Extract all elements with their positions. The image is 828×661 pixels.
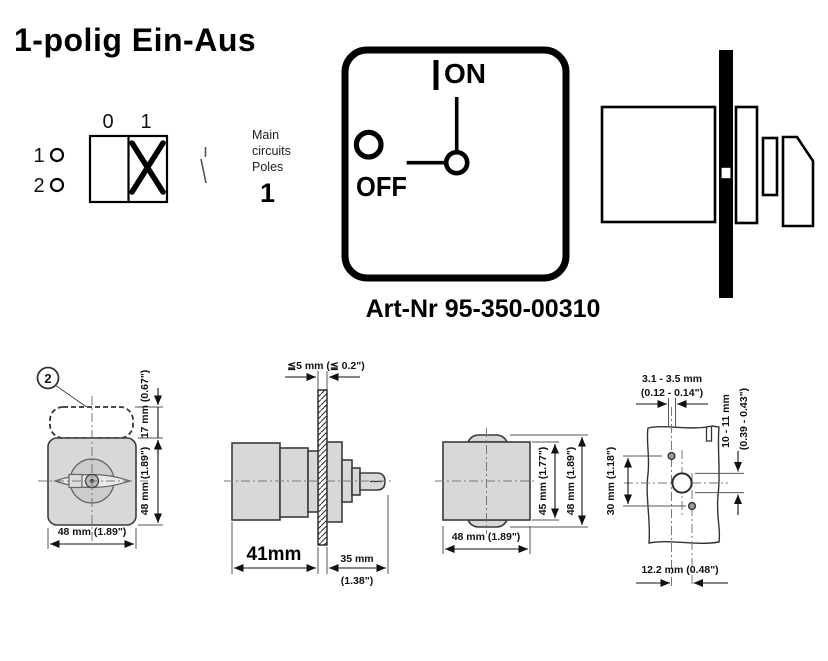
poles-count: 1 — [260, 178, 276, 208]
small-hole-dia-inch-label: (0.12 - 0.14") — [641, 387, 703, 399]
top-fixing-bump — [466, 434, 509, 443]
terminal-2-circle — [49, 177, 65, 193]
closed-contact-x-mark — [129, 140, 166, 195]
terminal-1-circle — [49, 147, 65, 163]
dimension-17mm: 17 mm (0.67") — [135, 370, 163, 457]
rear-view-drawing: 45 mm (1.77") 48 mm (1.89") 48 mm (1.89"… — [435, 428, 588, 554]
dim-48mm-width-label: 48 mm (1.89") — [58, 526, 127, 538]
panel-notch — [705, 426, 713, 442]
poles-label-block: Main circuits Poles 1 — [252, 127, 291, 208]
dim-48mm-width-label: 48 mm (1.89") — [452, 531, 521, 543]
drilling-plan-drawing: 3.1 - 3.5 mm (0.12 - 0.14") 10 - 11 mm (… — [605, 373, 750, 587]
knob-center-circle — [443, 149, 470, 176]
dimension-35mm: 35 mm (1.38") — [329, 553, 386, 587]
mounting-panel-hatched — [317, 389, 328, 546]
contact-row-1: 1 — [33, 145, 44, 167]
dim-30mm-label: 30 mm (1.18") — [605, 447, 617, 516]
callout-number: 2 — [44, 371, 51, 386]
front-flange — [326, 441, 343, 523]
shaft-hole-dia-label: 10 - 11 mm — [720, 394, 732, 448]
dimension-48mm-width: 48 mm (1.89") — [442, 526, 531, 554]
shaft-hole — [671, 472, 693, 494]
dimension-48mm-width: 48 mm (1.89") — [47, 526, 137, 549]
small-hole-dia-label: 3.1 - 3.5 mm — [642, 373, 702, 385]
dimension-12mm: 12.2 mm (0.48") — [636, 564, 728, 587]
front-view-drawing: 2 17 mm (0.67") 48 mm (1.89") 48 mm (1.8… — [36, 366, 163, 549]
switch-contact-symbol — [200, 147, 207, 184]
side-silhouette-drawing — [600, 50, 815, 298]
page-title: 1-polig Ein-Aus — [14, 22, 257, 58]
article-number: Art-Nr 95-350-00310 — [365, 295, 601, 323]
front-bezel-rect — [734, 105, 759, 225]
contact-diagram: 0 1 1 2 — [33, 111, 207, 204]
on-label: ON — [444, 58, 486, 89]
shaft-hole-dia-inch-label: (0.39 - 0.43") — [738, 388, 750, 450]
fixing-hole-bottom — [687, 501, 697, 511]
dim-48mm-height-label: 48 mm (1.89") — [565, 447, 577, 516]
rear-body-block — [231, 442, 281, 521]
dim-17mm-label: 17 mm (0.67") — [139, 370, 151, 439]
switch-body-rect — [600, 105, 717, 224]
contact-col-0: 0 — [102, 111, 113, 133]
dimension-48mm-height: 48 mm (1.89") — [510, 434, 588, 528]
off-label: OFF — [356, 171, 407, 202]
dim-35mm-inch-label: (1.38") — [341, 575, 373, 587]
dim-35mm-label: 35 mm — [340, 553, 373, 565]
dimension-30mm: 30 mm (1.18") — [605, 447, 686, 516]
knob-base-rect — [761, 136, 779, 197]
panel-thickness-label: ≦5 mm (≦ 0.2") — [287, 360, 364, 372]
panel-shaft-hole — [720, 166, 733, 180]
dim-41mm-label: 41mm — [247, 544, 302, 565]
bottom-fixing-bump — [466, 519, 509, 528]
faceplate-drawing: ON OFF — [341, 46, 570, 282]
poles-label-line: Main — [252, 128, 280, 142]
faceplate-outline — [341, 46, 570, 282]
dimension-45mm: 45 mm (1.77") — [532, 441, 559, 521]
dimension-shaft-hole: 10 - 11 mm (0.39 - 0.43") — [695, 388, 750, 515]
contact-row-2: 2 — [33, 175, 44, 197]
contact-col-1: 1 — [140, 111, 151, 133]
handle-profile — [781, 135, 815, 228]
fixing-hole-top — [667, 451, 676, 461]
poles-label-line: Poles — [252, 160, 284, 174]
dim-48mm-height-label: 48 mm (1.89") — [139, 447, 151, 516]
dimension-41mm: 41mm — [234, 544, 316, 572]
off-position-circle — [353, 129, 384, 160]
mounted-side-view-drawing: ≦5 mm (≦ 0.2") 41mm 35 mm (1.3 — [224, 360, 392, 587]
rear-body-step — [279, 447, 309, 518]
callout-circle — [36, 366, 60, 390]
dim-45mm-label: 45 mm (1.77") — [537, 447, 549, 516]
dim-12mm-label: 12.2 mm (0.48") — [641, 564, 718, 576]
poles-label-line: circuits — [252, 144, 291, 158]
dimension-48mm-height: 48 mm (1.89") — [138, 440, 163, 526]
